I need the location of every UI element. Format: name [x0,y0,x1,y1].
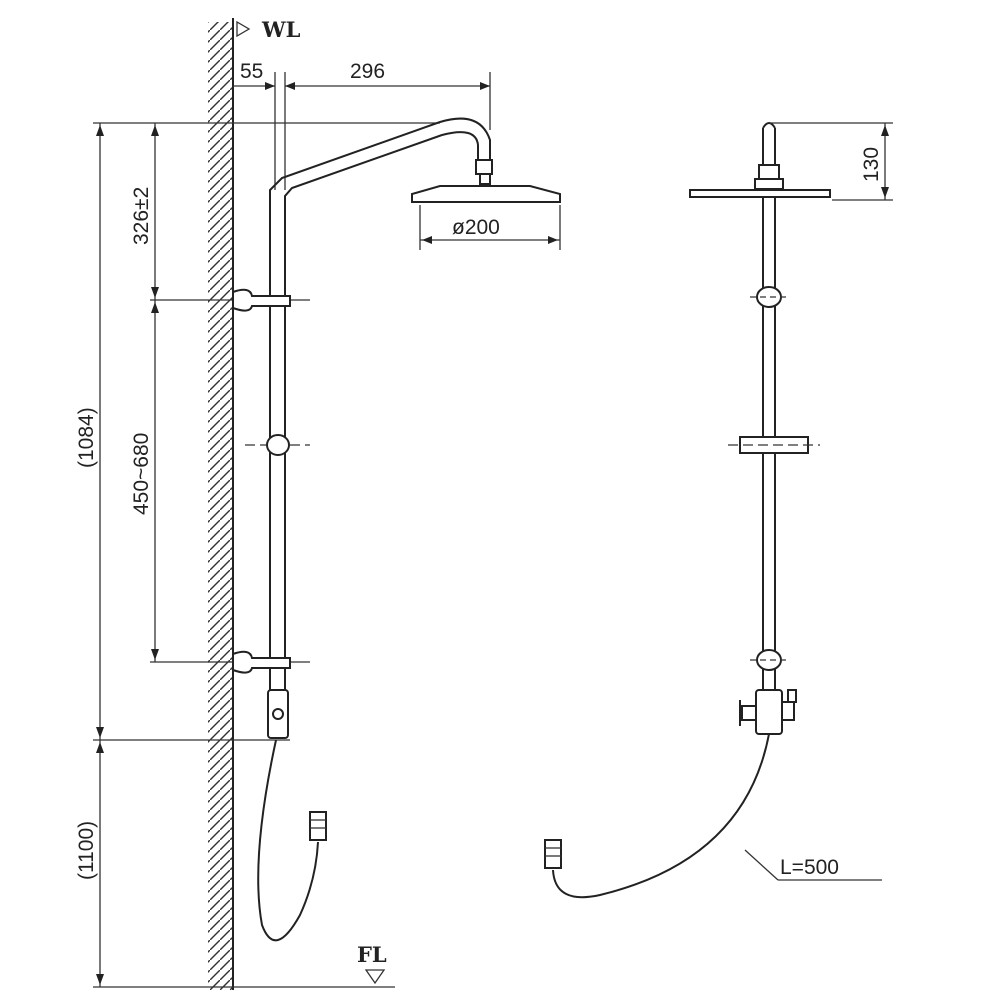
floor-level-marker: FL [357,942,387,985]
floor-level-label: FL [357,942,387,967]
wall-bracket-upper [232,288,291,312]
front-hose-connector [544,839,562,869]
side-head-height-dimension: 130 [860,147,883,182]
rain-shower-head [411,185,561,203]
front-mixer-valve [755,689,783,735]
wall-offset-dimension: 55 [240,60,263,83]
bracket-range-dimension: 450~680 [130,433,153,515]
floor-height-dimension: (1100) [75,821,98,880]
head-drop-dimension: 326±2 [130,187,153,245]
water-level-label: WL [261,17,301,42]
arm-reach-dimension: 296 [350,60,385,83]
hose [257,739,319,942]
top-dimensions: 55 296 [233,60,491,190]
head-diameter-dimension: ø200 [452,216,500,239]
wall-bracket-lower [232,650,291,674]
wall [208,18,234,990]
slider-joint [266,434,290,456]
water-level-marker: WL [236,17,301,42]
left-dimensions: 326±2 450~680 (1084) (1100) [75,122,440,988]
front-hose [552,733,770,899]
front-shower-head [689,189,831,198]
front-view-shower: 130 L=500 [544,122,893,899]
total-height-dimension: (1084) [75,407,98,468]
hose-connector [309,811,327,841]
hose-length-dimension: L=500 [780,856,839,879]
side-view-shower: ø200 [232,117,561,942]
